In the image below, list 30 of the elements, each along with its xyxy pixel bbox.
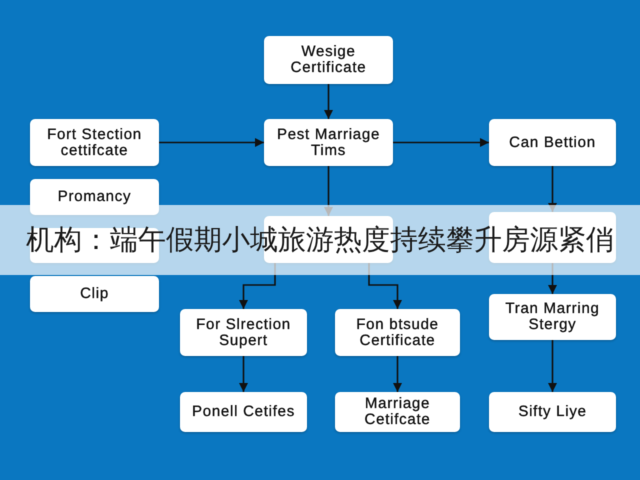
process-box (30, 119, 159, 166)
box-label: Can Bettion (509, 134, 596, 150)
process-box (264, 119, 393, 166)
process-box (180, 392, 307, 432)
arrow (548, 340, 557, 392)
arrow (159, 138, 264, 147)
process-box (489, 392, 616, 432)
box-label: Ponell Cetifes (192, 404, 296, 420)
process-box (489, 294, 616, 340)
box-label: Fon btsude Certificate (355, 316, 440, 348)
process-box (489, 119, 616, 166)
headline-banner: 机构：端午假期小城旅游热度持续攀升房源紧俏 (0, 205, 640, 275)
box-label: Sifty Liye (518, 404, 587, 420)
process-box (180, 309, 307, 356)
box-label: Fort Stection cettifcate (46, 126, 143, 158)
box-label: Pest Marriage Tims (276, 126, 382, 158)
arrow (393, 356, 402, 392)
arrow (324, 84, 333, 119)
process-box (335, 309, 460, 356)
box-label: Marriage Cetifcate (364, 396, 432, 428)
process-box (335, 392, 460, 432)
box-label: For Slrection Supert (195, 316, 292, 348)
arrow (393, 138, 489, 147)
arrow (239, 356, 248, 392)
box-label: Promancy (58, 189, 132, 205)
box-label: Tran Marring Stergy (504, 301, 601, 333)
process-box (30, 276, 159, 312)
box-label: Wesige Certificate (290, 44, 368, 76)
box-label: Clip (80, 286, 109, 302)
process-box (264, 36, 393, 84)
